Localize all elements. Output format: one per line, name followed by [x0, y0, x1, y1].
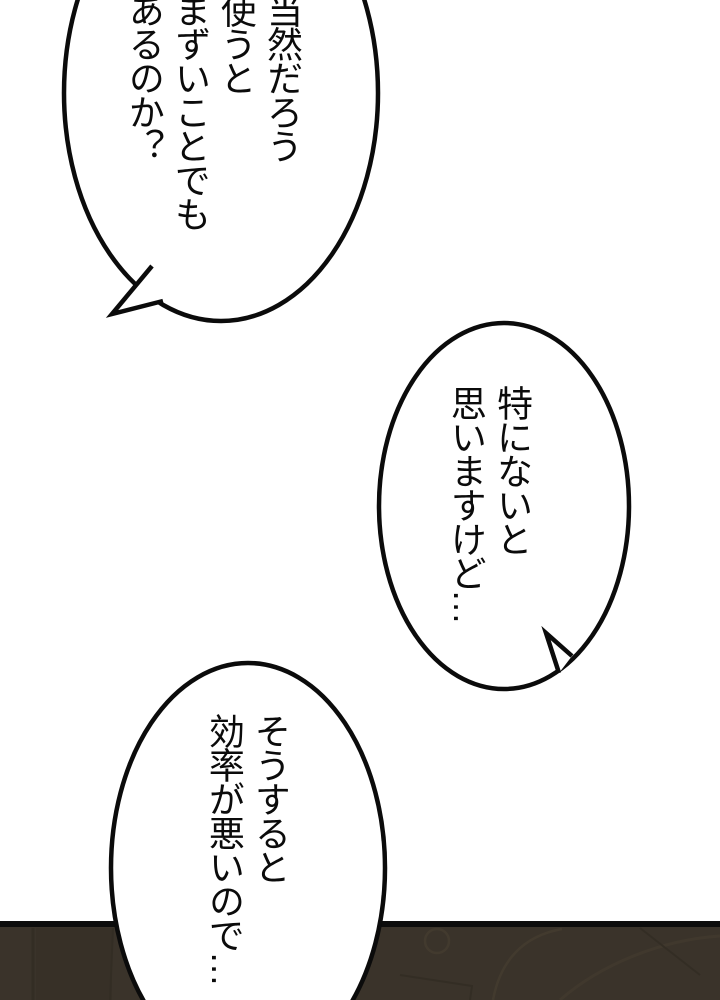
speech-text-bottom-left: そうすると 効率が悪いので… — [203, 713, 291, 985]
speech-text-top-left: 当然だろう 使うと まずいことでも あるのか？ — [123, 0, 303, 230]
panel-texture-line — [399, 974, 474, 1000]
panel-texture-line — [639, 927, 701, 976]
speech-bubble-bottom-left — [108, 660, 388, 1000]
bubble-outline — [61, 0, 381, 324]
panel-texture-line — [109, 927, 114, 1000]
speech-bubble-top-left — [61, 0, 381, 324]
panel-texture — [31, 927, 720, 1000]
speech-bubble-middle-right — [376, 320, 632, 692]
bubble-tail — [105, 264, 164, 318]
speech-text-middle-right: 特にないと 思いますけど… — [445, 385, 533, 623]
bubble-tail — [541, 625, 574, 674]
bubble-outline — [376, 320, 632, 692]
panel-texture-circle — [423, 927, 451, 955]
panel-texture-curve — [491, 927, 563, 1000]
panel-texture-curve — [559, 934, 720, 1000]
bubble-outline — [108, 660, 388, 1000]
panel-texture-patch — [36, 928, 112, 1000]
